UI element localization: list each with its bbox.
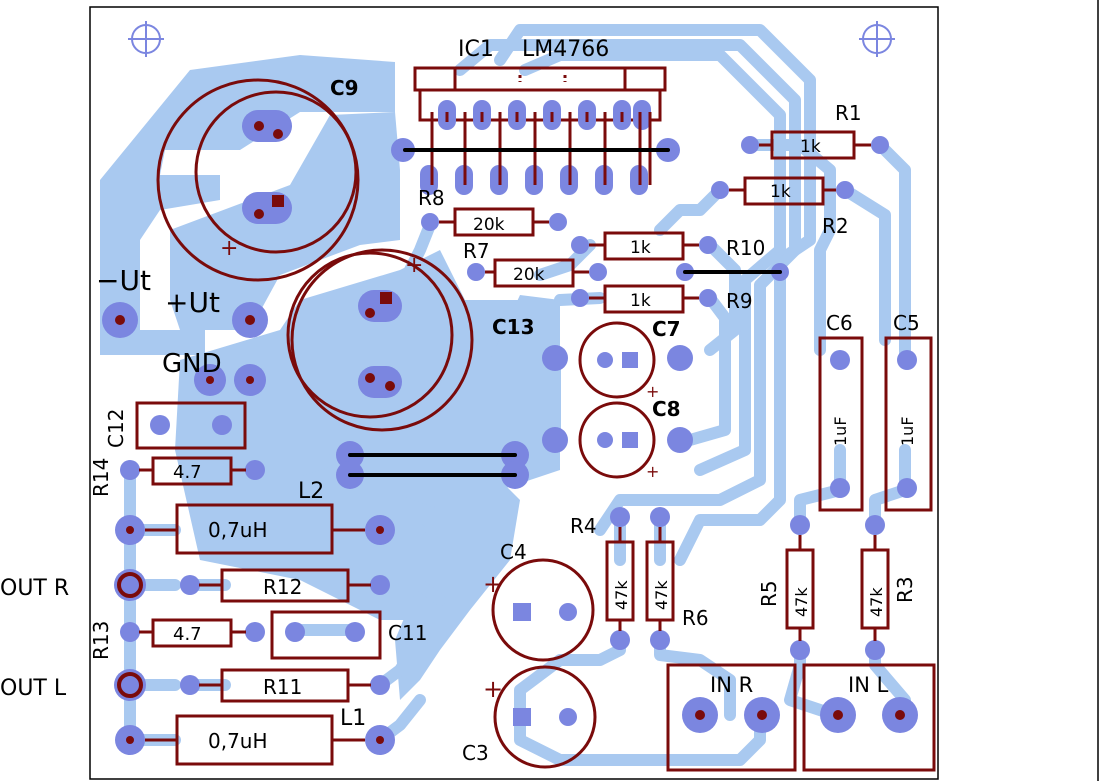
r3-label: R3: [893, 576, 917, 603]
c8-plus: +: [646, 462, 659, 481]
r7-label: R7: [463, 239, 490, 263]
r1-value: 1k: [800, 137, 821, 157]
r13-value: 4.7: [173, 624, 202, 645]
r3-value: 47k: [867, 587, 886, 617]
r10-label: R10: [726, 236, 765, 260]
r4-label: R4: [570, 514, 597, 538]
c13-label: C13: [492, 315, 535, 339]
c4-capacitor: [491, 558, 595, 662]
c3-label: C3: [462, 741, 489, 765]
r7-value: 20k: [513, 265, 545, 285]
polarity-marks: + + + + + +: [220, 236, 659, 703]
in-r-label: IN R: [710, 673, 753, 697]
c9-capacitor: [156, 78, 360, 282]
r2-value: 1k: [770, 182, 791, 202]
c7-label: C7: [652, 317, 681, 341]
c11-label: C11: [388, 621, 427, 645]
pad-holes: [115, 315, 905, 744]
r9-value: 1k: [630, 291, 651, 311]
copper-pour-negative: [100, 55, 395, 355]
neg-ut-label: −Ut: [96, 264, 151, 297]
ic1-lm4766: [413, 66, 667, 122]
c5-label: C5: [893, 311, 920, 335]
r8-value: 20k: [473, 215, 505, 235]
l2-label: L2: [298, 479, 324, 504]
c3-capacitor: [493, 665, 597, 769]
c9-pads: [242, 110, 292, 224]
r10-value: 1k: [630, 238, 651, 258]
r5-value: 47k: [792, 587, 811, 617]
l1-value: 0,7uH: [208, 729, 268, 753]
r13-label: R13: [89, 621, 113, 660]
r11-label: R11: [263, 675, 302, 699]
r12-label: R12: [263, 575, 302, 599]
c4-plus: +: [483, 570, 503, 598]
out-l-label: OUT L: [0, 676, 67, 701]
r4-value: 47k: [612, 580, 631, 610]
pos-ut-label: +Ut: [165, 286, 220, 319]
r6-label: R6: [682, 606, 709, 630]
in-l-label: IN L: [848, 673, 889, 697]
c4-label: C4: [500, 540, 527, 564]
c6-value: 1uF: [831, 416, 850, 446]
ic1-pins: [420, 100, 652, 195]
r1-label: R1: [835, 101, 862, 125]
r8-label: R8: [418, 186, 445, 210]
c12-label: C12: [104, 409, 128, 448]
c13-capacitor: [286, 248, 474, 432]
board-outline: [89, 6, 939, 780]
mounting-hole-left: [128, 21, 164, 57]
jumpers: [348, 148, 782, 477]
c13-plus: +: [405, 253, 423, 278]
c6-label: C6: [826, 311, 853, 335]
gnd-label: GND: [162, 349, 222, 379]
out-r-label: OUT R: [0, 576, 69, 601]
c8-capacitor: [578, 401, 656, 479]
c13-pads: [358, 290, 402, 398]
r6-value: 47k: [652, 580, 671, 610]
c7-plus: +: [646, 382, 659, 401]
c9-label: C9: [330, 76, 359, 100]
c3-plus: +: [483, 675, 503, 703]
r14-value: 4.7: [173, 462, 202, 483]
r9-label: R9: [726, 289, 753, 313]
ic1-part: LM4766: [522, 37, 609, 62]
ic1-ref: IC1: [458, 37, 494, 62]
l1-label: L1: [340, 706, 366, 731]
r14-label: R14: [89, 458, 113, 497]
labels: IC1 LM4766 C9 R1 1k 1k R2 R8 20k 1k R10 …: [0, 37, 920, 765]
c5-value: 1uF: [898, 416, 917, 446]
c9-plus: +: [220, 236, 238, 261]
mounting-hole-right: [859, 21, 895, 57]
copper-pour-lower: [395, 470, 520, 700]
r2-label: R2: [822, 214, 849, 238]
l2-value: 0,7uH: [208, 518, 268, 542]
r5-label: R5: [757, 580, 781, 607]
c7-capacitor: [578, 321, 656, 399]
out-l-terminal: [114, 669, 146, 701]
c8-label: C8: [652, 397, 681, 421]
component-outlines: [135, 130, 936, 772]
out-r-terminal: [114, 569, 146, 601]
